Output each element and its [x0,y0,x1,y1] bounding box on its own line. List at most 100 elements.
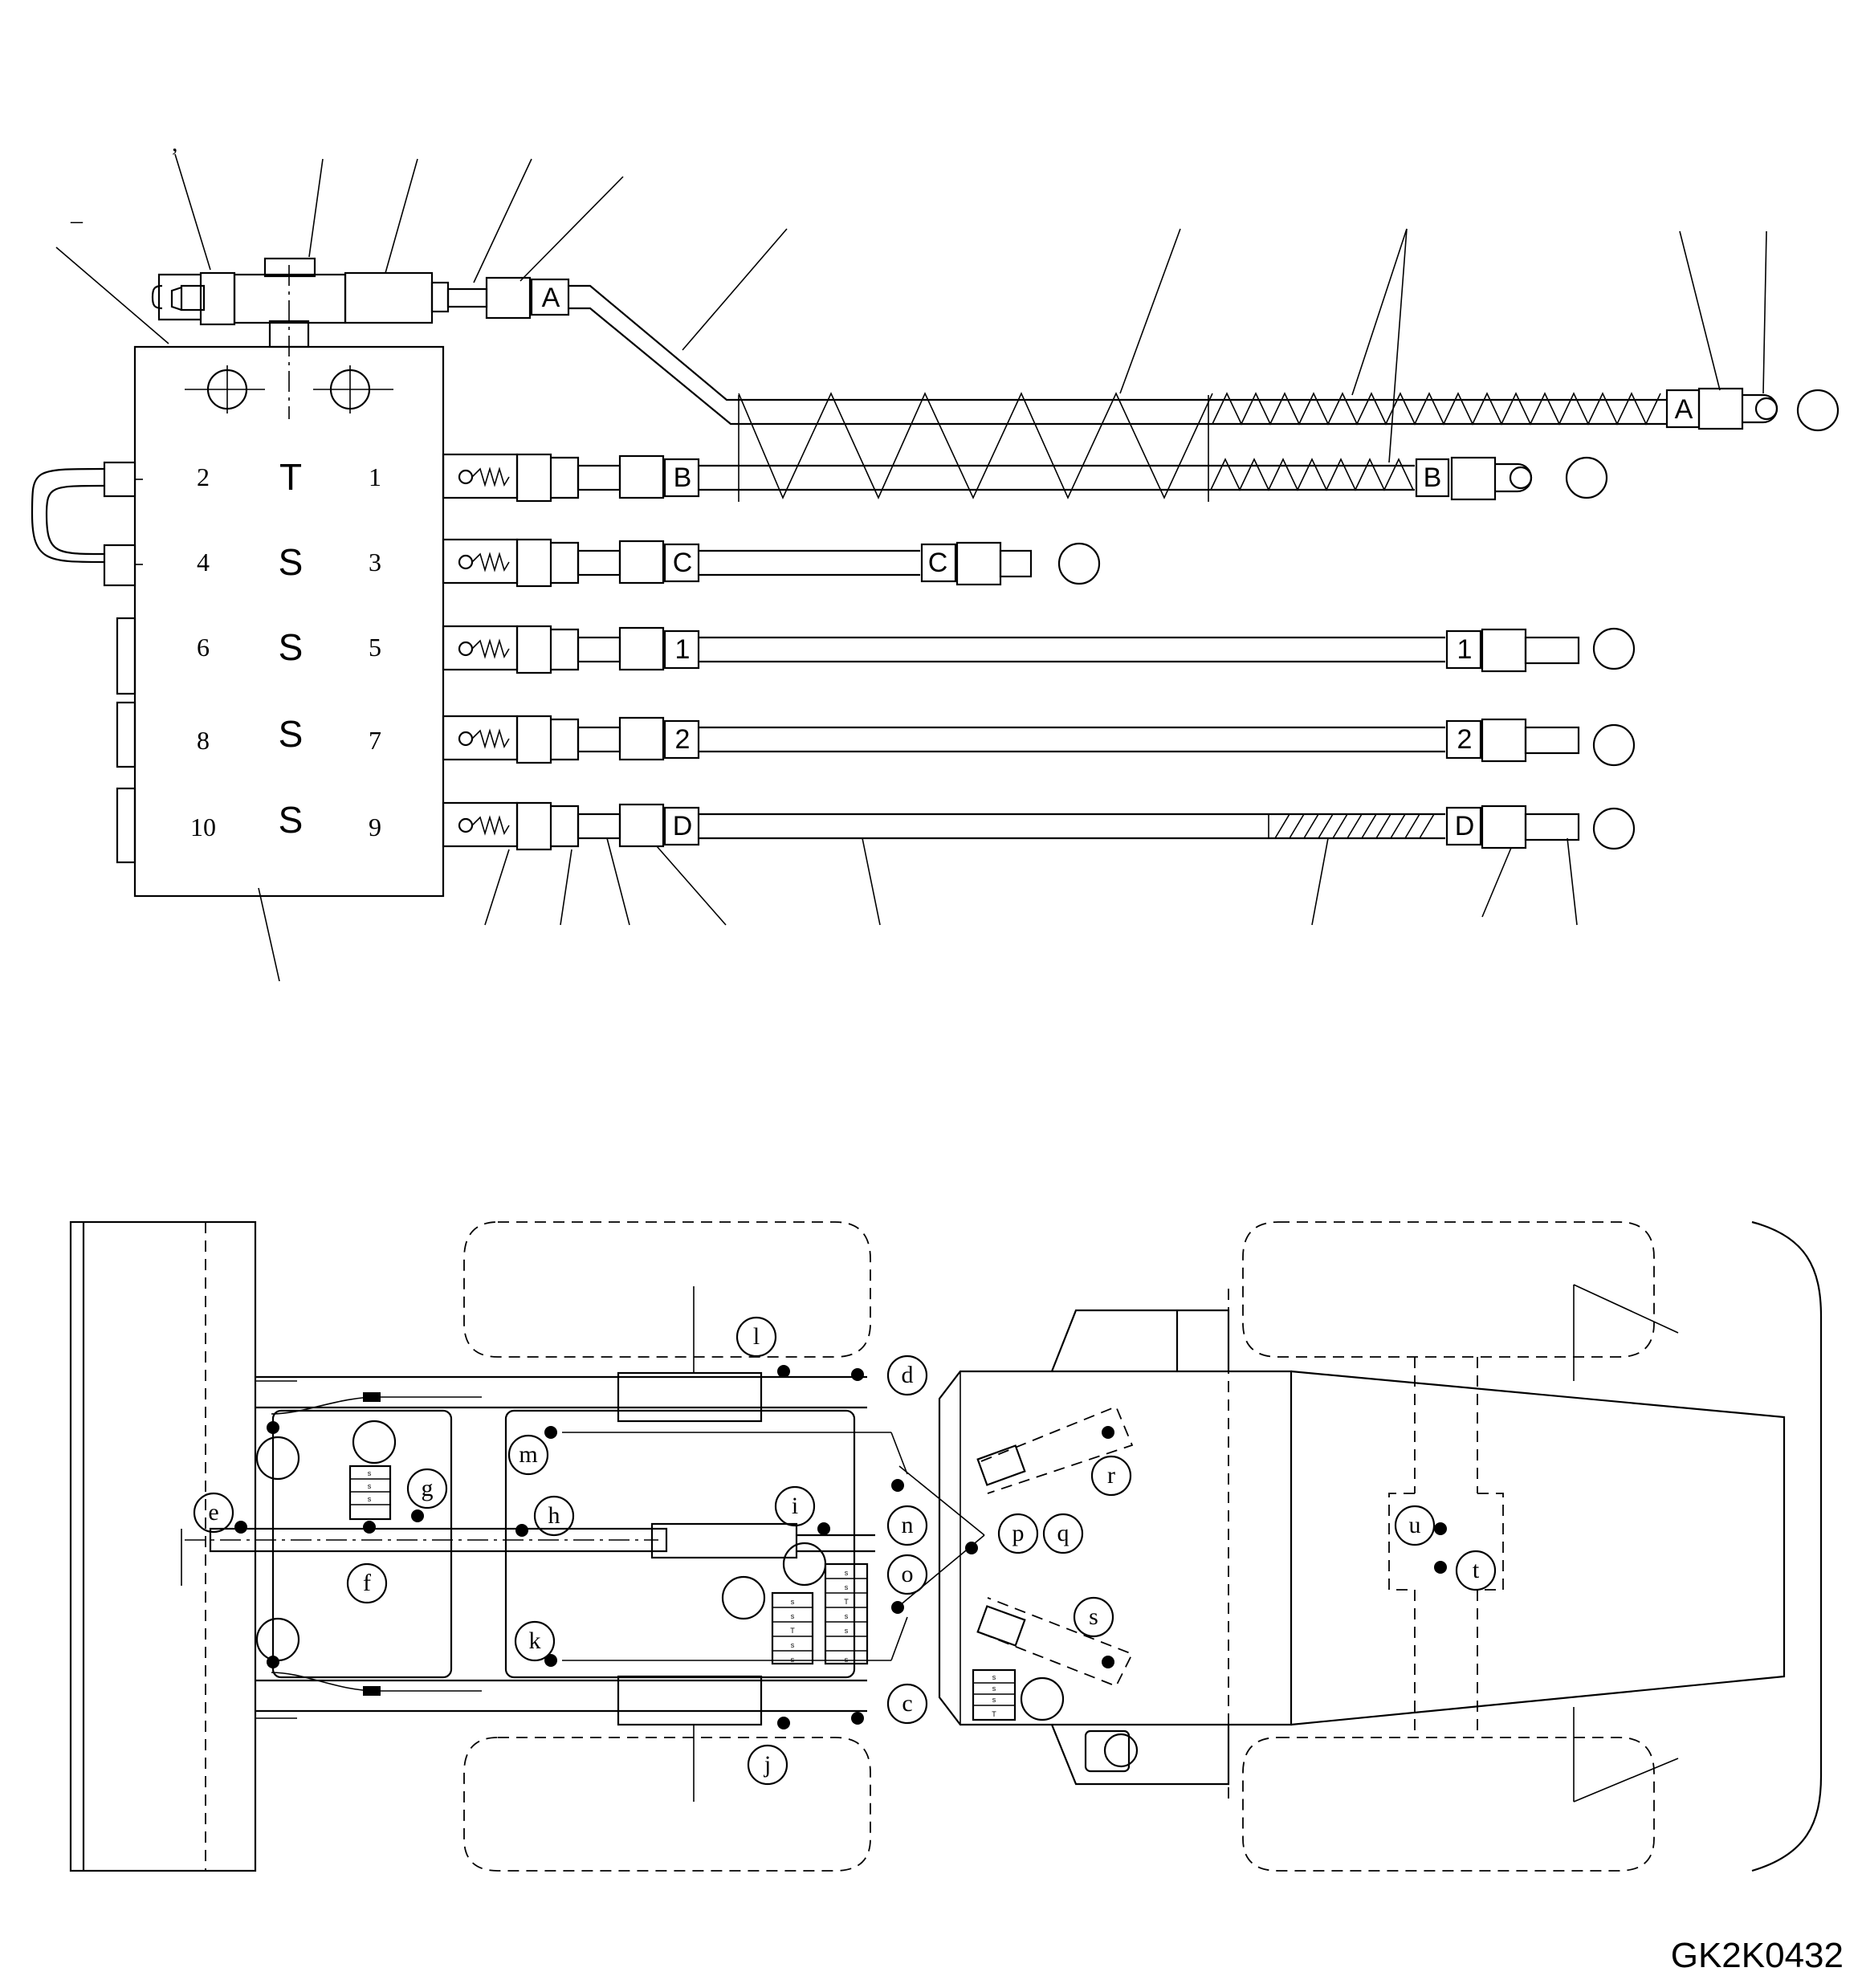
point-label-d: d [886,1355,928,1396]
svg-text:s: s [1089,1603,1098,1630]
section-s1-label: S [279,541,304,583]
point-label-g: g [406,1468,448,1509]
point-label-r: r [1090,1455,1132,1497]
svg-text:s: s [992,1673,996,1681]
port-8-label: 8 [197,726,210,755]
svg-text:s: s [845,1583,849,1591]
svg-text:s: s [791,1612,795,1620]
grease-point-labels: c d e f g h i j k l m n o p q r s t u [193,1316,1497,1786]
front-right-tire [463,1737,871,1872]
point-label-n: n [886,1505,928,1546]
svg-text:g: g [422,1475,434,1501]
port-5-label: 5 [369,633,381,662]
port-6-label: 6 [197,633,210,662]
hose-c: C C [442,538,1101,588]
svg-text:s: s [992,1696,996,1704]
distribution-valve-block: 2 1 4 3 6 5 8 7 10 9 T S S S S [133,265,445,898]
port-9-label: 9 [369,813,381,841]
hose-b: B B [442,453,1608,503]
point-label-i: i [774,1485,816,1527]
hose-tag-a-end: A [1675,394,1693,425]
svg-text:l: l [753,1323,760,1350]
svg-text:k: k [529,1627,541,1654]
rear-right-tire [1242,1737,1655,1872]
svg-text:s: s [368,1469,372,1477]
svg-text:t: t [1473,1557,1480,1583]
svg-text:s: s [845,1612,849,1620]
hose-tag-c-end: C [928,548,948,578]
inlet-fitting-assembly: A [151,257,570,348]
port-10-label: 10 [190,813,216,841]
svg-text:e: e [208,1499,218,1526]
hose-tag-2-start: 2 [675,724,691,755]
svg-text:j: j [764,1751,771,1778]
rear-frame [938,1370,1293,1726]
hose-2: 2 2 [442,715,1636,767]
machine-plan-view: s s s s s T s s s s T s [69,1220,1823,1872]
svg-text:s: s [845,1569,849,1577]
svg-text:q: q [1057,1520,1070,1546]
svg-text:T: T [844,1598,849,1606]
point-label-h: h [533,1495,575,1537]
svg-text:d: d [902,1362,914,1388]
hose-tag-b-start: B [674,462,692,493]
hose-tag-d-end: D [1455,811,1475,841]
hose-d: D D [442,801,1636,851]
svg-text:h: h [548,1502,560,1529]
mounting-hole-right [313,365,393,413]
point-label-j: j [747,1744,788,1786]
mounting-hole-left [185,365,265,413]
svg-text:u: u [1409,1512,1421,1538]
port-2-label: 2 [197,462,210,491]
left-port-plugs [116,617,136,864]
plate-centre-b: s s T s s s [824,1562,869,1665]
dash-mark: – [70,207,84,234]
hose-tag-c-start: C [673,548,693,578]
point-label-l: l [735,1316,777,1358]
section-s3-label: S [279,713,304,755]
point-label-q: q [1042,1513,1084,1554]
plate-rear: s s s T [972,1668,1017,1721]
svg-text:s: s [845,1627,849,1635]
section-s2-label: S [279,626,304,668]
svg-text:s: s [992,1685,996,1693]
svg-text:T: T [790,1627,795,1635]
svg-text:s: s [791,1641,795,1649]
front-blade [69,1220,257,1872]
svg-text:m: m [519,1441,537,1468]
plate-front: s s s [348,1465,392,1521]
section-t-label: T [279,456,302,498]
point-label-m: m [507,1434,549,1476]
section-s4-label: S [279,799,304,841]
svg-text:o: o [902,1561,914,1587]
svg-text:s: s [368,1495,372,1503]
svg-text:s: s [791,1656,795,1664]
svg-text:c: c [902,1690,912,1717]
port-4-label: 4 [197,548,210,576]
point-label-e: e [193,1492,234,1534]
svg-text:p: p [1012,1520,1025,1546]
hose-tag-b-end: B [1424,462,1442,493]
comma-mark: , [172,130,178,157]
port-2-4-loop-line [31,461,143,587]
hose-tag-2-end: 2 [1457,724,1473,755]
rear-left-tire [1242,1221,1655,1358]
point-label-t: t [1455,1550,1497,1591]
hose-a: A [568,284,1840,502]
point-label-u: u [1394,1505,1436,1546]
svg-text:i: i [792,1493,798,1519]
svg-text:n: n [902,1512,914,1538]
plate-centre-a: s s T s s [771,1591,814,1665]
hose-tag-a-start: A [542,283,560,313]
point-label-c: c [886,1683,928,1725]
part-leader-lines [55,153,1767,982]
port-3-label: 3 [369,548,381,576]
svg-text:T: T [992,1710,996,1718]
drawing-code: GK2K0432 [1671,1936,1844,1975]
svg-text:s: s [845,1656,849,1664]
svg-text:s: s [368,1482,372,1490]
hose-tag-1-end: 1 [1457,634,1473,665]
point-label-p: p [997,1513,1039,1554]
hose-d-protector-hatch [1274,813,1435,839]
